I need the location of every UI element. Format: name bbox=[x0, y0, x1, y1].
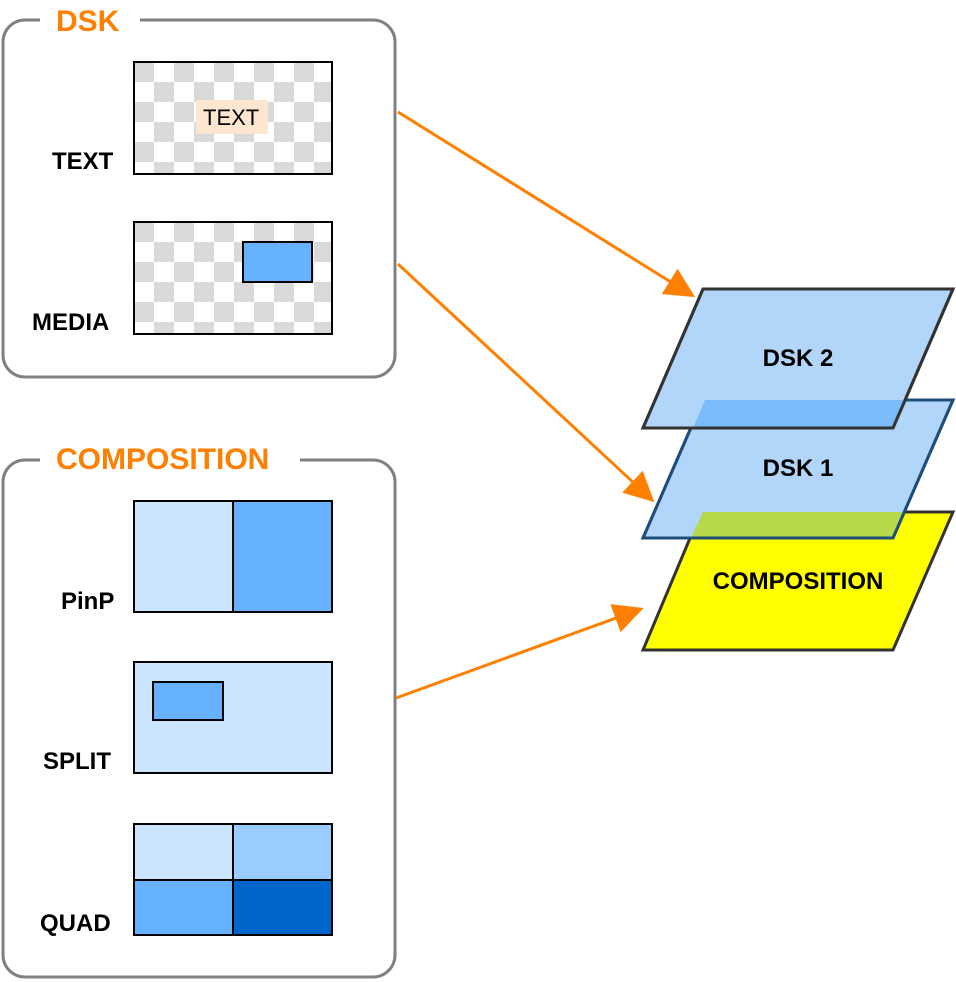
quad-top-right bbox=[232, 823, 333, 881]
split-label: SPLIT bbox=[43, 748, 111, 775]
dsk2-layer-outline bbox=[640, 287, 956, 430]
dsk-group: DSK TEXT TEXT MEDIA bbox=[1, 4, 397, 379]
pinp-right-half bbox=[232, 500, 333, 613]
arrow-text-to-dsk2 bbox=[397, 110, 696, 298]
pinp-left-half bbox=[133, 500, 234, 613]
text-overlay-text: TEXT bbox=[203, 105, 259, 130]
composition-group-title: COMPOSITION bbox=[56, 443, 269, 476]
arrow-media-to-dsk1 bbox=[396, 262, 655, 503]
dsk2-layer-label: DSK 2 bbox=[763, 345, 834, 372]
composition-group: COMPOSITION PinP SPLIT QUAD bbox=[1, 442, 397, 979]
composition-layer-label: COMPOSITION bbox=[713, 568, 884, 595]
composition-title-background bbox=[40, 442, 300, 478]
pinp-label: PinP bbox=[61, 588, 114, 615]
dsk1-composition-overlap bbox=[691, 512, 905, 538]
dsk-group-title: DSK bbox=[56, 5, 120, 38]
arrow-composition-to-layer bbox=[395, 604, 644, 700]
dsk1-layer-label: DSK 1 bbox=[763, 455, 834, 482]
dsk2-dsk1-overlap bbox=[693, 400, 905, 428]
quad-label: QUAD bbox=[40, 910, 111, 937]
text-label: TEXT bbox=[52, 148, 114, 175]
quad-top-left bbox=[133, 823, 234, 881]
quad-bottom-right bbox=[232, 879, 333, 936]
dsk-title-background bbox=[40, 4, 140, 38]
arrows bbox=[395, 110, 696, 700]
dsk-group-frame bbox=[1, 18, 397, 379]
quad-bottom-left bbox=[133, 879, 234, 936]
media-overlay-box bbox=[242, 241, 313, 283]
text-overlay-box bbox=[196, 100, 268, 134]
split-inset-box bbox=[152, 681, 224, 721]
media-label: MEDIA bbox=[32, 309, 109, 336]
layer-stack: COMPOSITION DSK 1 DSK 2 bbox=[640, 287, 956, 652]
